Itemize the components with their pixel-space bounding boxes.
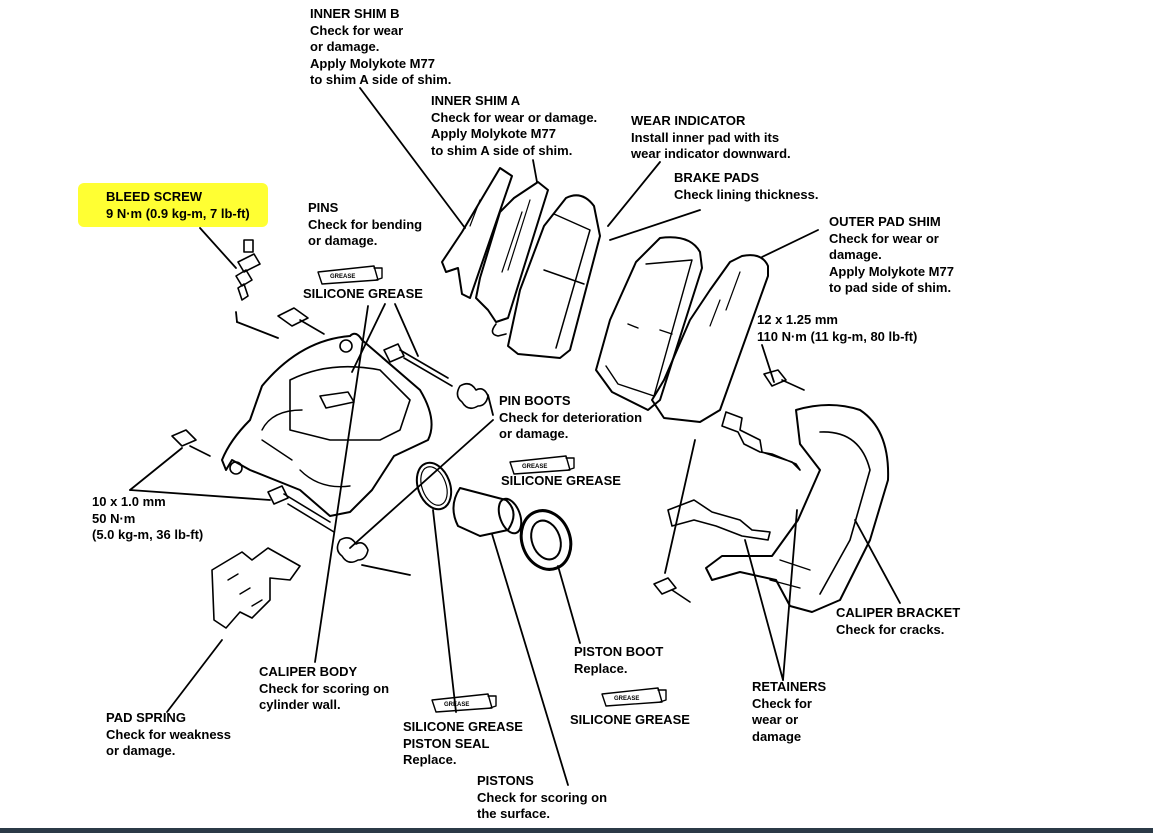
- bracket-bolt-upper: [763, 369, 805, 391]
- svg-text:GREASE: GREASE: [444, 702, 469, 708]
- piston-seal-part: [415, 461, 453, 511]
- retainer-lower: [667, 499, 771, 541]
- label-caliper-bracket: CALIPER BRACKET Check for cracks.: [836, 605, 961, 637]
- svg-text:GREASE: GREASE: [330, 274, 355, 280]
- label-outer-pad-shim: OUTER PAD SHIM Check for wear or damage.…: [829, 214, 954, 295]
- piston-part: [452, 487, 523, 537]
- label-silicone-grease-piston: SILICONE GREASE: [570, 712, 690, 727]
- label-piston-boot: PISTON BOOT Replace.: [574, 644, 664, 676]
- label-bolt-12mm: 12 x 1.25 mm 110 N·m (11 kg-m, 80 lb-ft): [757, 312, 918, 344]
- guide-pin-upper: [383, 343, 453, 387]
- bracket-bolt-lower: [653, 577, 691, 603]
- retainer-upper: [721, 411, 801, 471]
- pad-spring-part: [211, 547, 301, 629]
- label-wear-indicator: WEAR INDICATOR Install inner pad with it…: [631, 113, 791, 161]
- pin-boot-upper: [456, 382, 489, 410]
- caliper-body-part: [221, 332, 433, 517]
- inner-shim-a-part: [475, 181, 549, 323]
- label-silicone-grease-boots: SILICONE GREASE: [501, 473, 621, 488]
- inner-shim-b-part: [441, 167, 513, 299]
- label-bleed-screw: BLEED SCREW 9 N·m (0.9 kg-m, 7 lb-ft): [106, 189, 250, 221]
- label-pins: PINS Check for bending or damage.: [308, 200, 423, 248]
- piston-boot-part: [519, 509, 573, 571]
- svg-text:GREASE: GREASE: [614, 696, 639, 702]
- label-pad-spring: PAD SPRING Check for weakness or damage.: [106, 710, 232, 758]
- grease-tube-seal: GREASE: [431, 693, 497, 713]
- outer-brake-pad-part: [595, 236, 703, 411]
- label-piston-seal: SILICONE GREASE PISTON SEAL Replace.: [403, 719, 523, 767]
- label-retainers: RETAINERS Check for wear or damage: [752, 679, 827, 744]
- label-inner-shim-a: INNER SHIM A Check for wear or damage. A…: [431, 93, 598, 158]
- label-inner-shim-b: INNER SHIM B Check for wear or damage. A…: [310, 6, 452, 87]
- guide-pin-lower: [267, 485, 335, 533]
- bleed-screw-part: [235, 239, 261, 301]
- grease-tube-piston: GREASE: [601, 687, 667, 707]
- label-pin-boots: PIN BOOTS Check for deterioration or dam…: [499, 393, 643, 441]
- inner-brake-pad-part: [507, 194, 601, 359]
- bottom-edge-bar: [0, 828, 1153, 833]
- pin-boot-lower: [336, 536, 369, 564]
- svg-text:GREASE: GREASE: [522, 464, 547, 470]
- caliper-bolt-top: [277, 307, 325, 335]
- label-pistons: PISTONS Check for scoring on the surface…: [477, 773, 608, 821]
- caliper-bracket-part: [705, 404, 890, 613]
- grease-tube-pins: GREASE: [317, 265, 383, 285]
- grease-tube-boots: GREASE: [509, 455, 575, 475]
- label-brake-pads: BRAKE PADS Check lining thickness.: [674, 170, 819, 202]
- label-caliper-body: CALIPER BODY Check for scoring on cylind…: [259, 664, 390, 712]
- bleed-screw-highlight: [78, 183, 268, 227]
- caliper-bolt-left: [171, 429, 211, 457]
- outer-pad-shim-part: [651, 254, 769, 423]
- leader-lines: [129, 87, 901, 786]
- label-bolt-10mm: 10 x 1.0 mm 50 N·m (5.0 kg-m, 36 lb-ft): [92, 494, 204, 542]
- label-silicone-grease-pins: SILICONE GREASE: [303, 286, 423, 301]
